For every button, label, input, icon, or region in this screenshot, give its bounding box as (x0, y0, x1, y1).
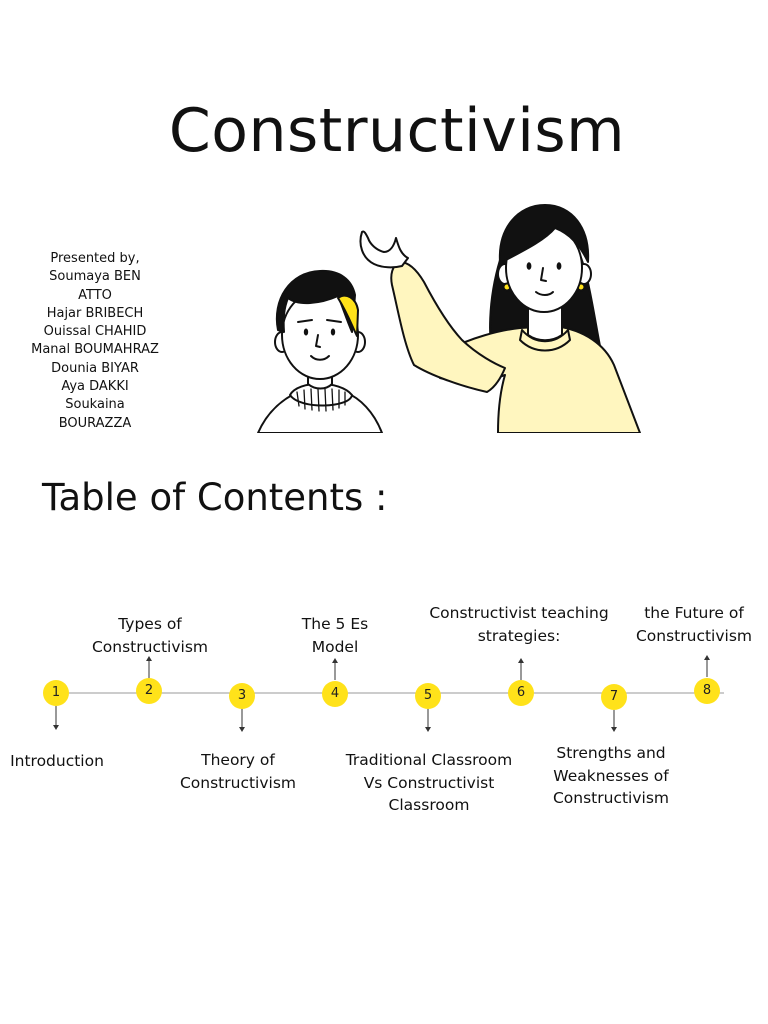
presenter-line: Aya DAKKI (61, 379, 129, 395)
girl-hair-top (498, 204, 590, 263)
toc-number-4: 4 (322, 681, 348, 707)
toc-item-strategies[interactable]: Constructivist teaching strategies: (419, 602, 619, 647)
presenter-line: BOURAZZA (58, 415, 132, 431)
presenter-line: Manal BOUMAHRAZ (31, 342, 159, 358)
teacher-student-illustration (257, 204, 641, 433)
toc-item-line: Model (311, 637, 359, 656)
toc-item-line: Theory of (201, 751, 275, 769)
toc-item-strengths[interactable]: Strengths and Weaknesses of Constructivi… (526, 742, 696, 810)
toc-item-line: Constructivism (91, 637, 209, 656)
presenter-line: Ouissal CHAHID (43, 324, 147, 340)
boy-hair (275, 269, 356, 333)
toc-item-types[interactable]: Types of Constructivism (65, 613, 235, 658)
boy-hair-highlight (337, 294, 359, 337)
toc-item-line: Vs Constructivist (363, 773, 495, 792)
toc-number-6: 6 (508, 680, 534, 706)
connector (53, 655, 710, 732)
page-title: Constructivism (168, 96, 626, 166)
toc-item-line: Introduction (10, 752, 104, 770)
toc-number-5: 5 (415, 683, 441, 709)
girl-hand (359, 230, 409, 269)
toc-item-line: Classroom (388, 796, 470, 814)
toc-item-line: the Future of (644, 604, 744, 622)
toc-item-5es-model[interactable]: The 5 Es Model (265, 613, 405, 658)
toc-item-line: Constructivism (179, 773, 297, 792)
toc-number-8: 8 (694, 678, 720, 704)
toc-item-line: Weaknesses of (553, 766, 669, 785)
toc-item-theory[interactable]: Theory of Constructivism (153, 749, 323, 794)
toc-number-3: 3 (229, 683, 255, 709)
presenter-line: Hajar BRIBECH (46, 305, 144, 321)
toc-item-line: Strengths and (556, 744, 666, 762)
presenter-line: Dounia BIYAR (51, 360, 139, 376)
boy-collar (289, 382, 353, 407)
toc-number-2: 2 (136, 678, 162, 704)
toc-item-line: Traditional Classroom (345, 751, 513, 769)
girl-arm (390, 261, 506, 393)
toc-item-classroom[interactable]: Traditional Classroom Vs Constructivist … (334, 749, 524, 817)
toc-item-introduction[interactable]: Introduction (0, 750, 127, 773)
toc-item-line: Constructivist teaching (429, 604, 609, 622)
girl-collar (519, 329, 571, 352)
toc-item-line: Constructivism (552, 789, 670, 807)
toc-heading: Table of Contents : (42, 476, 388, 519)
toc-number-7: 7 (601, 684, 627, 710)
presenters-list: Presented by, Soumaya BEN ATTO Hajar BRI… (20, 250, 170, 433)
toc-item-line: strategies: (477, 626, 561, 645)
toc-item-line: The 5 Es (301, 615, 369, 633)
presenter-line: Soukaina (65, 397, 125, 413)
toc-item-line: Constructivism (635, 626, 753, 645)
presenter-line: Soumaya BEN (49, 269, 141, 285)
toc-item-future[interactable]: the Future of Constructivism (620, 602, 768, 647)
toc-item-line: Types of (118, 615, 182, 633)
presenter-line: ATTO (78, 287, 112, 303)
toc-number-1: 1 (43, 680, 69, 706)
presenter-line: Presented by, (50, 251, 140, 266)
